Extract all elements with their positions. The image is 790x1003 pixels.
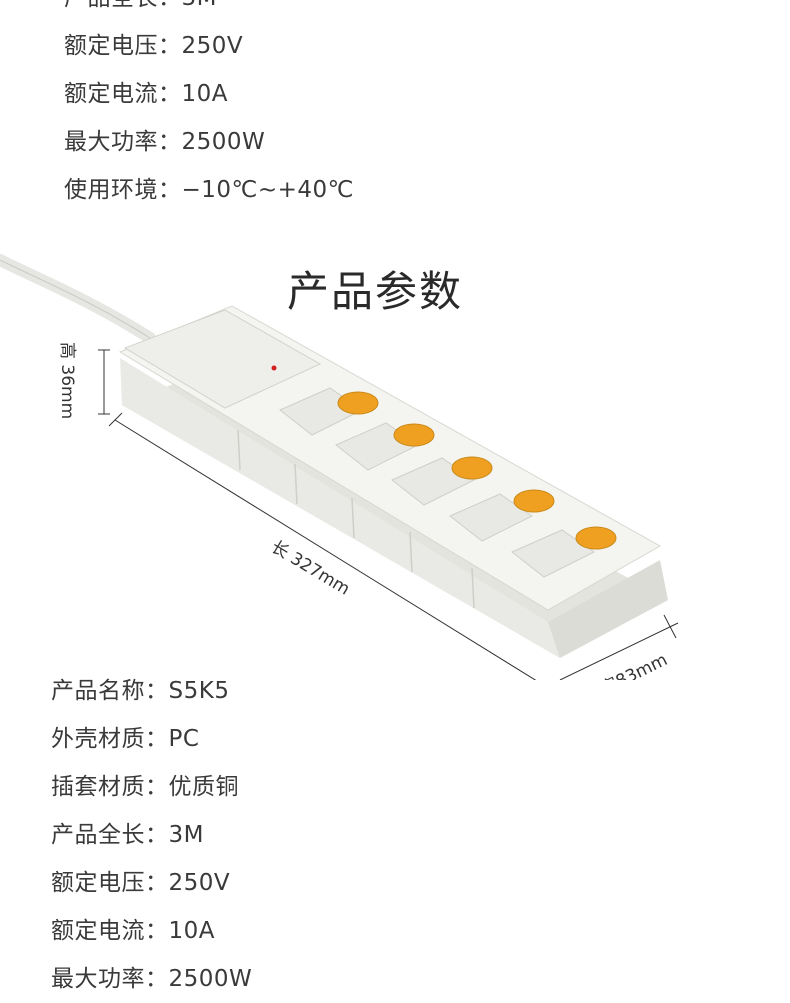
segment-line <box>237 429 241 471</box>
switch-2 <box>393 423 435 447</box>
switch-4 <box>513 489 555 513</box>
spec-value: 250V <box>168 870 231 896</box>
spec-row-sleeve: 插套材质：优质铜 <box>51 763 252 811</box>
spec-value: 10A <box>168 918 216 944</box>
width-dim-line <box>559 622 679 680</box>
socket-5 <box>511 529 595 578</box>
spec-label: 额定电压： <box>51 870 169 896</box>
spec-value: −10℃~+40℃ <box>181 177 355 203</box>
spec-row-name: 产品名称：S5K5 <box>51 667 252 715</box>
spec-label: 产品名称： <box>51 678 169 704</box>
spec-value: 2500W <box>181 129 266 155</box>
socket-4 <box>449 493 533 542</box>
section-title: 产品参数 <box>286 267 463 316</box>
spec-value: S5K5 <box>168 678 230 704</box>
spec-value: PC <box>168 726 200 752</box>
spec-value: 优质铜 <box>168 774 239 800</box>
switch-5 <box>575 526 617 550</box>
power-cord-edge <box>0 259 151 339</box>
spec-value: 2500W <box>168 966 253 992</box>
spec-row-voltage: 额定电压：250V <box>51 859 252 907</box>
spec-row-current: 额定电流：10A <box>64 70 354 118</box>
spec-label: 外壳材质： <box>51 726 169 752</box>
strip-front-face <box>120 358 560 658</box>
strip-end-face <box>548 560 668 658</box>
width-dim-tick <box>663 614 677 639</box>
width-label: 宽83mm <box>597 650 670 680</box>
spec-value: 10A <box>181 81 229 107</box>
spec-row-current: 额定电流：10A <box>51 907 252 955</box>
spec-label: 额定电流： <box>51 918 169 944</box>
segment-line <box>294 463 298 505</box>
height-label: 高 36mm <box>57 342 77 419</box>
spec-row-voltage: 额定电压：250V <box>64 22 354 70</box>
spec-label: 产品全长： <box>64 0 182 11</box>
power-strip-figure: 高 36mm 长 327mm 宽83mm <box>0 254 679 680</box>
segment-line <box>409 531 413 573</box>
spec-value: 3M <box>182 0 217 11</box>
switch-1 <box>337 391 379 415</box>
spec-row-power: 最大功率：2500W <box>64 118 354 166</box>
spec-label: 最大功率： <box>51 966 169 992</box>
switch-3 <box>451 456 493 480</box>
spec-label: 产品全长： <box>51 822 169 848</box>
segment-line <box>351 497 355 539</box>
length-dim-line <box>114 419 537 680</box>
strip-header-block <box>123 309 322 409</box>
spec-row-length: 产品全长：3M <box>51 811 252 859</box>
length-dim-tick <box>108 412 123 427</box>
spec-label: 使用环境： <box>64 177 182 203</box>
spec-value: 250V <box>181 33 244 59</box>
spec-row-environment: 使用环境：−10℃~+40℃ <box>64 166 354 214</box>
indicator-light <box>271 365 277 371</box>
bottom-spec-list: 产品名称：S5K5 外壳材质：PC 插套材质：优质铜 产品全长：3M 额定电压：… <box>51 667 252 1003</box>
spec-label: 最大功率： <box>64 129 182 155</box>
spec-row-power: 最大功率：2500W <box>51 955 252 1003</box>
spec-label: 插套材质： <box>51 774 169 800</box>
spec-row-shell: 外壳材质：PC <box>51 715 252 763</box>
top-spec-list: 产品全长：3M 额定电压：250V 额定电流：10A 最大功率：2500W 使用… <box>64 0 354 214</box>
spec-label: 额定电流： <box>64 81 182 107</box>
spec-value: 3M <box>168 822 204 848</box>
length-label: 长 327mm <box>267 537 353 599</box>
segment-line <box>471 567 475 609</box>
spec-label: 额定电压： <box>64 33 182 59</box>
spec-row-length: 产品全长：3M <box>64 0 354 22</box>
